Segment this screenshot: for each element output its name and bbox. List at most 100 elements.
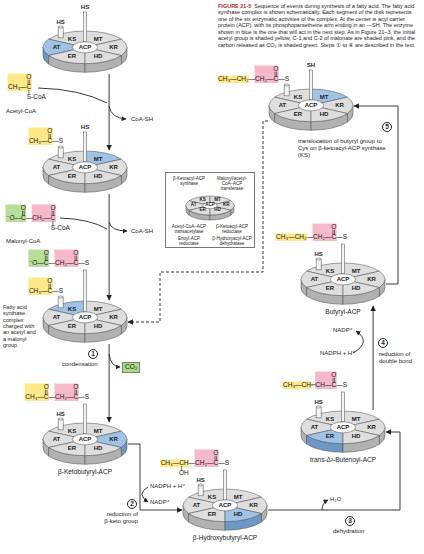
product-label: CO₂ [125, 364, 137, 371]
text-holder: O [50, 205, 55, 212]
segment-label: KS [326, 268, 334, 274]
reaction-arrow [109, 194, 110, 300]
text-holder: O [44, 250, 49, 257]
text-holder: O [73, 384, 78, 391]
segment-label: HD [234, 511, 243, 517]
enzyme-name: Malonyl/acetyl-CoA–ACP transferase [212, 176, 252, 192]
text-holder: OH [179, 470, 189, 477]
segment-label: ER [68, 323, 76, 329]
text-holder: KR [109, 44, 118, 50]
segment-label: KR [109, 44, 118, 50]
segment-label: HD [94, 323, 103, 329]
text-holder: MT [94, 428, 103, 434]
pantetheine-arm [342, 244, 345, 274]
text-holder: HD [94, 53, 103, 59]
text-holder: O [26, 74, 31, 81]
pantetheine-arm [224, 470, 227, 500]
co2-release [109, 354, 120, 367]
chem-label: CH₃—C [8, 84, 31, 91]
text-holder: translocation of butyryl group to Cys on… [298, 138, 392, 159]
atom-label: O [273, 66, 278, 73]
segment-label: MT [320, 94, 329, 100]
chem-label: CoA-SH [131, 116, 153, 122]
chem-label: H₂O [330, 496, 341, 502]
segment-label: ACP [337, 276, 350, 282]
enzyme-name: Acetyl-CoA–ACP transacetylase [169, 224, 209, 234]
chem-label: SH [307, 62, 315, 68]
enzyme-disk: KSMTATACPKRERHD [42, 150, 128, 194]
chem-label: HS [314, 399, 322, 405]
text-holder: ACP [337, 276, 350, 282]
text-holder: MT [352, 268, 361, 274]
text-holder: KR [249, 502, 258, 508]
text-holder: ⁻O—C—CH₂—C [6, 215, 55, 222]
disk-drawing [42, 150, 128, 194]
text-holder: ACP [79, 436, 92, 442]
atom-label: O [21, 205, 26, 212]
atom-label: O [73, 384, 78, 391]
text-holder: O [73, 250, 78, 257]
text-holder: CoA-SH [131, 228, 153, 234]
text-holder: ACP [79, 164, 92, 170]
segment-label: KS [199, 198, 205, 203]
segment-label: HD [214, 208, 221, 213]
note-text: Fatty acid synthase complex charged with… [3, 304, 40, 348]
chem-label: dehydration [333, 528, 364, 534]
acp-hub [330, 422, 355, 433]
step-circle: 3 [345, 516, 355, 526]
step-number: 3 [348, 518, 352, 525]
text-holder: β-Ketoacyl-ACP synthase [169, 176, 209, 186]
cys-post-top [58, 146, 63, 148]
segment-label: MT [234, 494, 243, 500]
text-holder: Acetyl-CoA–ACP transacetylase [169, 224, 209, 234]
chem-label: CH₃—CH₂—CH₂—C—S [276, 234, 347, 241]
text-holder: HS [196, 477, 204, 483]
text-holder: NADPH + H⁺ [150, 483, 185, 489]
text-holder: ACP [79, 44, 92, 50]
chem-label: CH₃—C—CH₂—C—S [25, 394, 89, 401]
cys-post [58, 27, 63, 38]
atom-label: S-CoA [27, 94, 46, 101]
segment-label: MT [94, 36, 103, 42]
acp-hub [212, 500, 237, 511]
text-holder: AT [53, 314, 61, 320]
chem-label: NADP⁺ [333, 327, 353, 333]
text-holder: Malonyl-CoA [6, 238, 40, 244]
segment-label: KR [367, 276, 376, 282]
intermediate-name: β-Hydroxybutyryl-ACP [193, 535, 257, 542]
text-holder: HD [320, 111, 329, 117]
segment-label: KR [109, 164, 118, 170]
caption-block: FIGURE 21-5Sequence of events during syn… [218, 3, 421, 48]
pantetheine-arm [310, 70, 313, 100]
text-holder: MT [94, 306, 103, 312]
text-holder: O [47, 128, 52, 135]
segment-label: MT [94, 306, 103, 312]
chem-label: HS [196, 477, 204, 483]
text-holder: O [331, 372, 336, 379]
text-holder: ACP [305, 102, 318, 108]
segment-label: ACP [79, 314, 92, 320]
segment-label: ER [326, 433, 334, 439]
enzyme-name: β-Ketoacyl-ACP synthase [169, 176, 209, 186]
segment-label: ACP [205, 203, 215, 208]
text-holder: Acetyl-CoA [6, 108, 36, 114]
text-holder: NADPH + H⁺ [320, 350, 355, 356]
text-holder: KR [335, 102, 344, 108]
chem-label: HS [314, 251, 322, 257]
text-holder: HD [94, 323, 103, 329]
pantetheine-arm [84, 132, 87, 162]
segment-label: HD [94, 53, 103, 59]
segment-label: HD [352, 285, 361, 291]
acp-hub [298, 100, 323, 111]
figure-caption: Sequence of events during synthesis of a… [218, 3, 415, 48]
chem-label: CH₃—C—S [29, 138, 63, 145]
text-holder: AT [279, 102, 287, 108]
segment-label: AT [53, 44, 61, 50]
intermediate-name: β-Ketobutyryl-ACP [58, 469, 112, 476]
segment-label: AT [311, 424, 319, 430]
pantetheine-arm [84, 12, 87, 42]
enzyme-disk: KSMTATACPKRERHD [42, 300, 128, 344]
text-holder: ER [68, 173, 76, 179]
segment-label: KS [68, 306, 76, 312]
segment-label: KR [109, 436, 118, 442]
